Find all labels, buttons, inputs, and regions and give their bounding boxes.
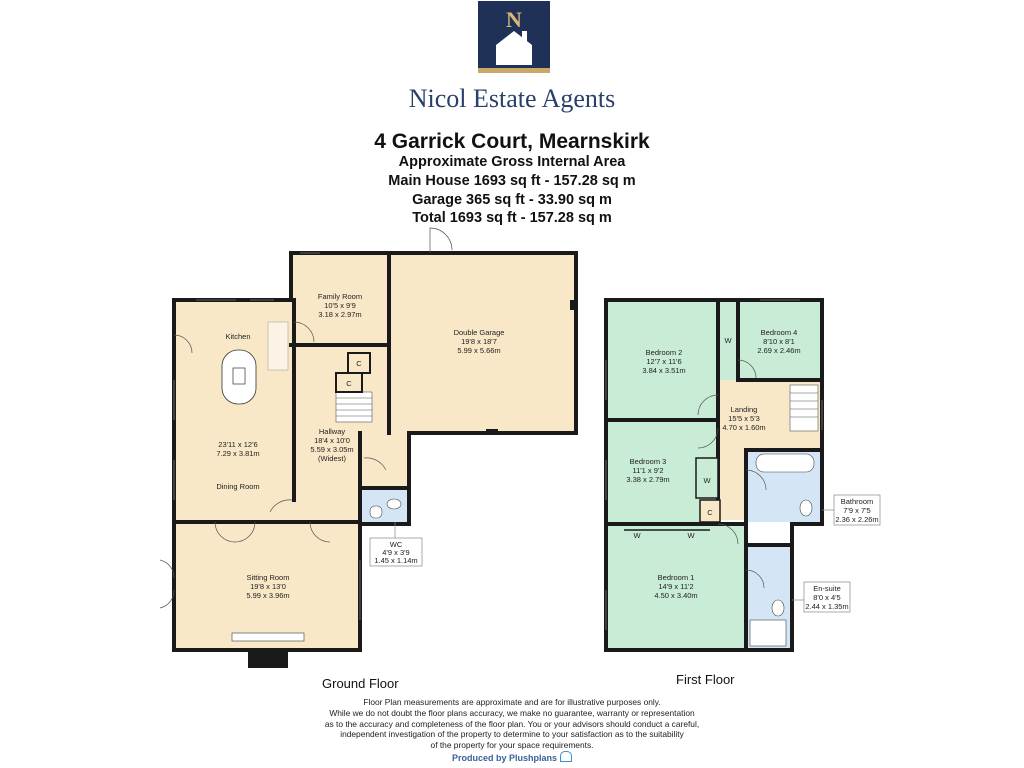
label-garage-dims2: 5.99 x 5.66m — [457, 346, 500, 355]
label-bedroom-4: Bedroom 4 — [761, 328, 798, 337]
disclaimer-line: Floor Plan measurements are approximate … — [363, 697, 661, 707]
hall-lobby-area — [360, 430, 410, 488]
logo-stripe — [478, 68, 550, 73]
property-address: 4 Garrick Court, Mearnskirk — [374, 130, 650, 153]
ground-floor-plan: Kitchen 23'11 x 12'6 7.29 x 3.81m Dining… — [159, 227, 578, 668]
area-heading: Approximate Gross Internal Area — [398, 154, 626, 170]
produced-by-text: Produced by Plushplans — [451, 753, 558, 763]
label-ensuite-dims2: 2.44 x 1.35m — [805, 602, 848, 611]
first-floor-plan: Bedroom 2 12'7 x 11'6 3.84 x 3.51m W Bed… — [604, 298, 881, 652]
area-garage: Garage 365 sq ft - 33.90 sq m — [412, 192, 612, 208]
label-family: Family Room — [318, 292, 362, 301]
disclaimer-line: independent investigation of the propert… — [340, 729, 684, 740]
kitchen-counter — [267, 321, 289, 371]
wardrobe-bed3 — [695, 457, 719, 499]
label-ensuite-dims1: 8'0 x 4'5 — [813, 593, 840, 602]
ensuite-shower-icon — [749, 619, 787, 647]
wc-toilet-icon — [369, 505, 383, 519]
label-garage-dims1: 19'8 x 18'7 — [461, 337, 497, 346]
label-bedroom-2-dims2: 3.84 x 3.51m — [642, 366, 685, 375]
label-bedroom-3-dims2: 3.38 x 2.79m — [626, 475, 669, 484]
company-name: Nicol Estate Agents — [408, 84, 616, 113]
produced-by: Produced by Plushplans — [412, 751, 612, 763]
house-icon — [496, 31, 532, 65]
family-room-area — [291, 253, 387, 345]
disclaimer: Floor Plan measurements are approximate … — [262, 697, 762, 751]
label-sitting: Sitting Room — [247, 573, 290, 582]
label-wc-dims2: 1.45 x 1.14m — [374, 556, 417, 565]
chimney-breast — [248, 650, 288, 668]
bathroom-toilet-icon — [799, 499, 813, 517]
label-sitting-dims2: 5.99 x 3.96m — [246, 591, 289, 600]
label-bedroom-4-dims1: 8'10 x 8'1 — [763, 337, 795, 346]
cupboard-box-2 — [335, 372, 363, 393]
first-floor-label: First Floor — [676, 672, 735, 687]
label-wardrobe-bed3: W — [703, 476, 711, 485]
disclaimer-line: as to the accuracy and completeness of t… — [324, 718, 700, 729]
label-cupboard-1: C — [356, 359, 362, 368]
label-family-dims2: 3.18 x 2.97m — [318, 310, 361, 319]
label-wardrobe-bed2: W — [724, 336, 732, 345]
label-landing-dims2: 4.70 x 1.60m — [722, 423, 765, 432]
label-bathroom-dims2: 2.36 x 2.26m — [835, 515, 878, 524]
disclaimer-line: While we do not doubt the floor plans ac… — [329, 707, 695, 718]
label-bedroom-4-dims2: 2.69 x 2.46m — [757, 346, 800, 355]
plushplans-icon — [560, 751, 573, 762]
label-kitchen: Kitchen — [225, 332, 250, 341]
label-bedroom-3: Bedroom 3 — [630, 457, 667, 466]
label-sitting-dims1: 19'8 x 13'0 — [250, 582, 286, 591]
label-wardrobe-bed1-b: W — [687, 531, 695, 540]
company-logo: N — [478, 1, 550, 73]
label-bathroom-dims1: 7'9 x 7'5 — [843, 506, 870, 515]
label-bedroom-1-dims2: 4.50 x 3.40m — [654, 591, 697, 600]
label-cupboard-2: C — [346, 379, 352, 388]
label-cupboard-landing: C — [707, 508, 713, 517]
ensuite-toilet-icon — [771, 599, 785, 617]
label-bedroom-1-dims1: 14'9 x 11'2 — [658, 582, 693, 591]
label-dining-dims2: 7.29 x 3.81m — [216, 449, 259, 458]
cupboard-landing — [699, 499, 721, 523]
label-bedroom-3-dims1: 11'1 x 9'2 — [632, 466, 663, 475]
label-bedroom-1: Bedroom 1 — [658, 573, 695, 582]
bedroom-1-area — [606, 524, 746, 650]
label-wc-dims1: 4'9 x 3'9 — [382, 548, 409, 557]
bath-icon — [755, 453, 815, 473]
ground-floor-label: Ground Floor — [322, 676, 399, 691]
label-landing: Landing — [731, 405, 758, 414]
wardrobe-bed2-area — [718, 300, 738, 380]
disclaimer-line: of the property for your space requireme… — [430, 740, 594, 751]
area-total: Total 1693 sq ft - 157.28 sq m — [412, 210, 612, 226]
fireplace-hearth — [231, 632, 305, 642]
label-garage: Double Garage — [454, 328, 505, 337]
label-hallway: Hallway — [319, 427, 346, 436]
bedroom-2-area — [606, 300, 718, 420]
label-bathroom: Bathroom — [841, 497, 874, 506]
label-hallway-note: (Widest) — [318, 454, 346, 463]
sitting-room-area — [174, 522, 360, 650]
label-landing-dims1: 15'5 x 5'3 — [728, 414, 760, 423]
area-main-house: Main House 1693 sq ft - 157.28 sq m — [388, 173, 636, 189]
logo-letter: N — [506, 7, 522, 32]
hob-icon — [232, 367, 246, 385]
label-hallway-dims2: 5.59 x 3.05m — [310, 445, 353, 454]
label-wc: WC — [390, 540, 403, 549]
double-garage-area — [389, 253, 576, 433]
label-bedroom-2: Bedroom 2 — [646, 348, 683, 357]
label-dining-dims1: 23'11 x 12'6 — [218, 440, 257, 449]
label-family-dims1: 10'5 x 9'9 — [324, 301, 356, 310]
label-bedroom-2-dims1: 12'7 x 11'6 — [646, 357, 681, 366]
wc-basin-icon — [386, 498, 402, 510]
label-wardrobe-bed1-a: W — [633, 531, 641, 540]
label-dining: Dining Room — [216, 482, 259, 491]
label-ensuite: En-suite — [813, 584, 841, 593]
label-hallway-dims1: 18'4 x 10'0 — [314, 436, 350, 445]
